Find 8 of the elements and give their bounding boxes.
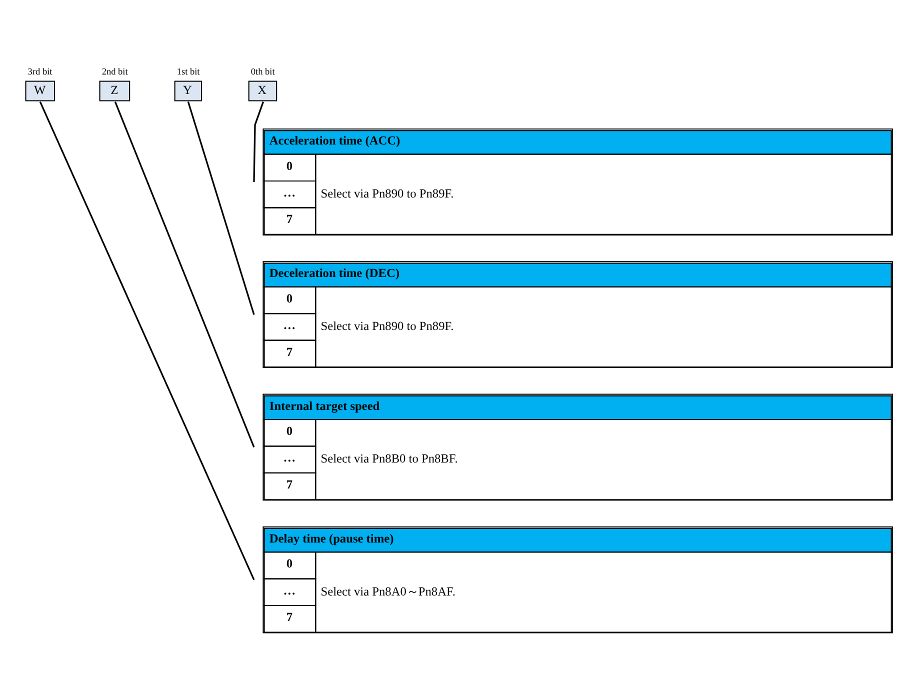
node-label: 3rd bit — [28, 67, 52, 78]
node-label: 1st bit — [176, 67, 200, 78]
connector — [253, 102, 264, 182]
connector — [187, 102, 255, 315]
node-label: 0th bit — [250, 67, 275, 78]
node-label: 2nd bit — [102, 67, 128, 78]
connector — [39, 101, 255, 580]
connector — [114, 102, 255, 448]
